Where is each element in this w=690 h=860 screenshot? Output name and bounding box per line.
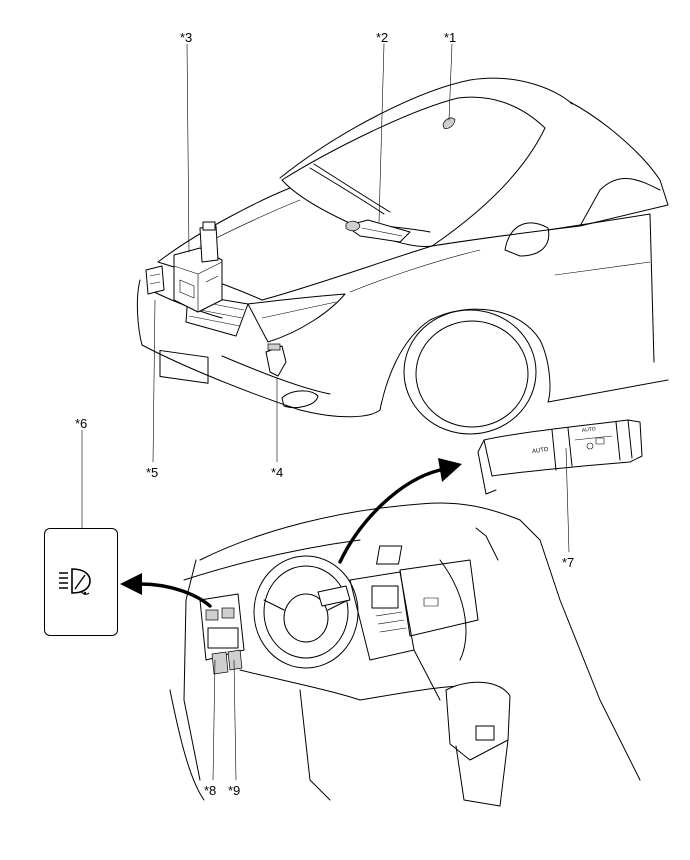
callout-2: *2 [376, 30, 389, 45]
callout-7: *7 [562, 555, 575, 570]
leader-lines-lower [212, 447, 570, 781]
wiper-switch [477, 419, 643, 495]
callout-1: *1 [444, 30, 457, 45]
callout-3: *3 [180, 30, 193, 45]
callout-8: *8 [204, 783, 217, 798]
arrow-to-switch [338, 458, 462, 564]
dashboard-interior [169, 502, 641, 807]
callout-4: *4 [271, 465, 284, 480]
callout-9: *9 [228, 783, 241, 798]
leader-lines-upper [81, 43, 453, 529]
arrow-to-inset [120, 573, 212, 608]
callout-5: *5 [146, 465, 159, 480]
callout-6: *6 [75, 416, 88, 431]
vehicle-exterior [136, 77, 669, 435]
indicator-inset [44, 528, 118, 636]
headlight-cleaner-icon [59, 568, 91, 595]
